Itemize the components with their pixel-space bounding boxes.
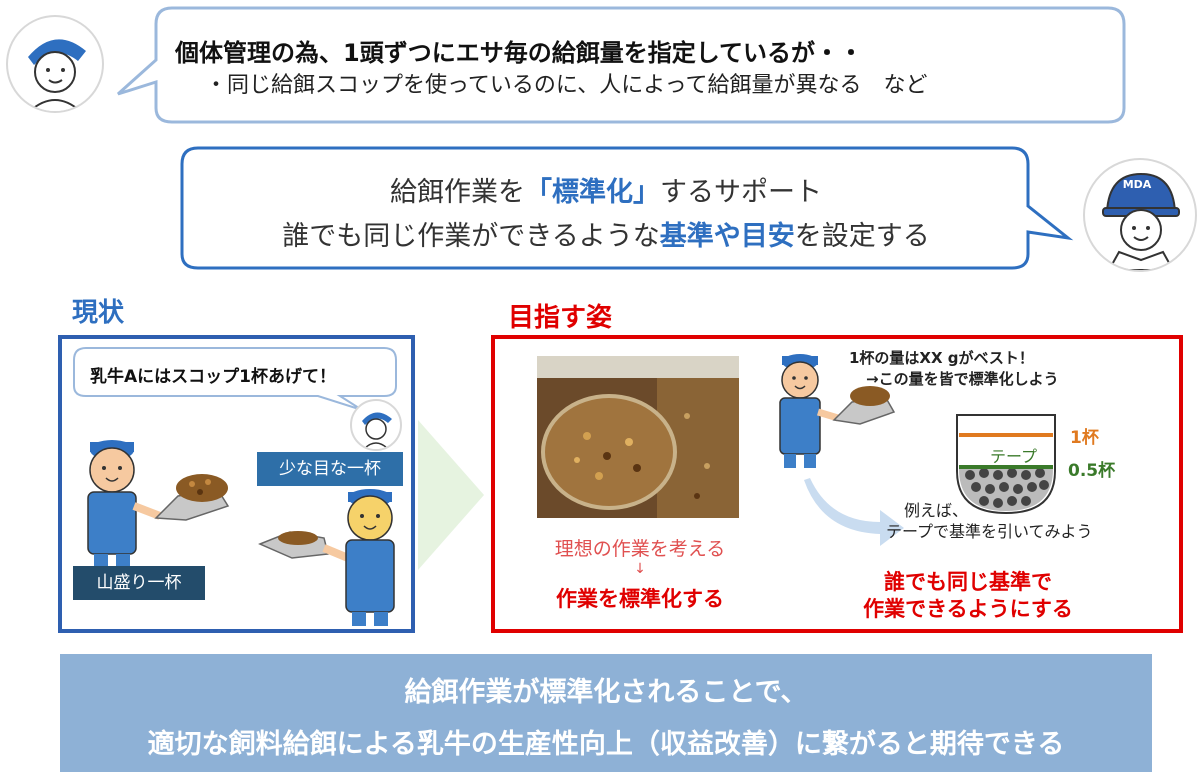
best-amount-text: 1杯の量はXX gがベスト！ — [849, 349, 1034, 367]
conclusion-band — [60, 654, 1152, 772]
farmer-mounded-scoop-illustration — [87, 440, 230, 568]
standardize-highlight: 「標準化」 — [525, 177, 660, 208]
farmer-best-scoop-illustration — [779, 354, 896, 468]
mda-staff-avatar — [1083, 158, 1197, 272]
support-line2: 誰でも同じ作業ができるような基準や目安を設定する — [282, 221, 930, 252]
half-cup-label: 0.5杯 — [1068, 461, 1116, 481]
transition-arrow — [418, 420, 484, 570]
down-arrow: ↓ — [634, 561, 646, 577]
feed-scoop-photo — [537, 356, 739, 518]
same-standard-text-1: 誰でも同じ基準で — [884, 570, 1052, 594]
full-cup-label: 1杯 — [1070, 428, 1099, 448]
example-text: 例えば、 — [904, 501, 969, 520]
conclusion-line2: 適切な飼料給餌による乳牛の生産性向上（収益改善）に繋がると期待できる — [147, 729, 1065, 760]
current-state-panel — [58, 335, 415, 633]
question-line2: ・同じ給餌スコップを使っているのに、人によって給餌量が異なる など — [205, 73, 928, 98]
same-standard-text-2: 作業できるようにする — [863, 597, 1073, 621]
measuring-cup-diagram — [956, 414, 1056, 515]
scoop-instruction: 乳牛Aにはスコップ1杯あげて！ — [90, 367, 336, 387]
question-line1: 個体管理の為、1頭ずつにエサ毎の給餌量を指定しているが・・ — [175, 39, 863, 67]
current-speech-bubble — [73, 347, 397, 411]
mounded-scoop-label: 山盛り一杯 — [73, 566, 205, 600]
mda-badge: MDA — [1122, 178, 1152, 191]
support-line1: 給餌作業を「標準化」するサポート — [390, 177, 822, 208]
goal-state-panel — [491, 335, 1183, 633]
criteria-highlight: 基準や目安 — [659, 221, 795, 252]
ideal-work-text: 理想の作業を考える — [554, 538, 726, 560]
curved-arrow — [804, 478, 904, 546]
current-state-title: 現状 — [72, 298, 125, 328]
support-bubble — [180, 146, 1074, 270]
goal-state-title: 目指す姿 — [508, 303, 613, 333]
share-standard-text: →この量を皆で標準化しよう — [866, 370, 1059, 388]
farmer-woman-avatar — [6, 15, 104, 113]
tape-standard-text: テープで基準を引いてみよう — [886, 522, 1093, 541]
question-bubble — [116, 6, 1126, 124]
small-scoop-label: 少な目な一杯 — [257, 452, 403, 486]
small-farmer-avatar — [350, 399, 402, 451]
farmer-small-scoop-illustration — [258, 489, 395, 626]
standardize-text: 作業を標準化する — [556, 587, 724, 611]
tape-label: テープ — [990, 447, 1038, 466]
conclusion-line1: 給餌作業が標準化されることで、 — [404, 677, 808, 708]
